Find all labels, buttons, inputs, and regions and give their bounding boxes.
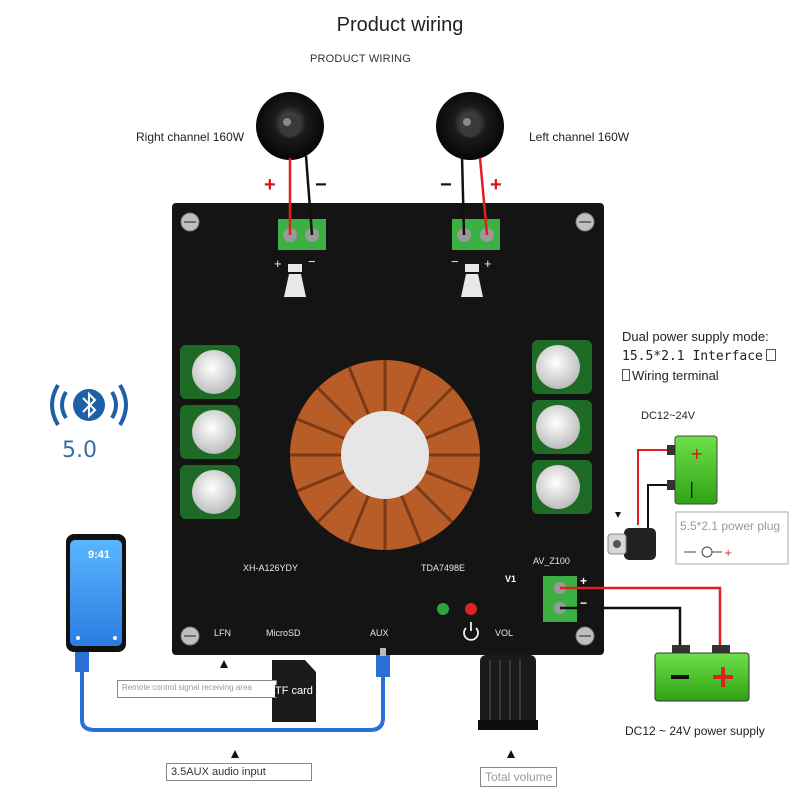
supply-label: DC12 ~ 24V power supply: [625, 724, 765, 738]
board-model: XH-A126YDY: [243, 563, 299, 573]
board-chip: TDA7498E: [421, 563, 466, 573]
left-minus-sign: −: [440, 174, 452, 196]
left-plus-sign: +: [490, 174, 502, 196]
port-lfn-label: LFN: [214, 628, 232, 638]
heatsink: [290, 360, 480, 550]
remote-receiver-label: Remote control signal receiving area: [117, 680, 277, 698]
battery-supply-icon: [654, 645, 750, 702]
page-subtitle: PRODUCT WIRING: [310, 53, 411, 65]
dc-plug-icon: [607, 528, 656, 560]
svg-text:+: +: [690, 444, 703, 463]
speaker-symbol-icon: [284, 264, 483, 297]
board-right-minus: −: [308, 254, 316, 269]
power-icon: [463, 622, 479, 641]
bluetooth-icon: [50, 383, 128, 427]
aux-input-label: 3.5AUX audio input: [166, 763, 312, 781]
svg-text:|: |: [689, 479, 694, 498]
port-microsd-label: MicroSD: [266, 628, 301, 638]
bluetooth-version: 5.0: [62, 438, 97, 463]
left-channel-label: Left channel 160W: [529, 130, 630, 144]
right-minus-sign: −: [315, 174, 327, 196]
page-title: Product wiring: [336, 14, 464, 36]
power-mode-line2: Wiring terminal: [622, 368, 719, 383]
plug-label: 5.5*2.1 power plug: [680, 519, 781, 533]
battery-top-label: DC12~24V: [641, 410, 696, 422]
plug-label-box: [675, 511, 789, 565]
left-speaker-icon: [436, 92, 504, 160]
board-left-plus: +: [484, 256, 492, 271]
power-mode-line1: 15.5*2.1 Interface: [622, 349, 776, 364]
phone-time: 9:41: [88, 549, 111, 561]
vol-label: VOL: [495, 628, 514, 638]
board-v1: V1: [505, 574, 517, 584]
board-power-minus: −: [580, 596, 588, 610]
plug-polarity-icon: [684, 546, 722, 558]
volume-knob: [478, 655, 538, 730]
capacitor-group-right: [532, 340, 592, 514]
board-right-plus: +: [274, 256, 282, 271]
svg-text:+: +: [724, 548, 732, 559]
aux-cable: [75, 648, 390, 732]
right-channel-label: Right channel 160W: [136, 130, 245, 144]
right-plus-sign: +: [264, 174, 276, 196]
right-speaker-icon: [256, 92, 324, 160]
power-mode-heading: Dual power supply mode:: [622, 329, 769, 344]
battery-top-icon: + |: [667, 435, 718, 505]
board-power-plus: +: [580, 574, 588, 588]
board-left-minus: −: [451, 254, 459, 269]
phone-icon: [66, 534, 126, 652]
capacitor-group-left: [180, 345, 240, 519]
tf-card-label: TF card: [275, 685, 313, 697]
board-power-tag: AV_Z100: [533, 556, 570, 566]
port-aux-label: AUX: [370, 628, 389, 638]
total-volume-label: Total volume: [480, 767, 558, 787]
pointer-triangles: [220, 660, 515, 758]
